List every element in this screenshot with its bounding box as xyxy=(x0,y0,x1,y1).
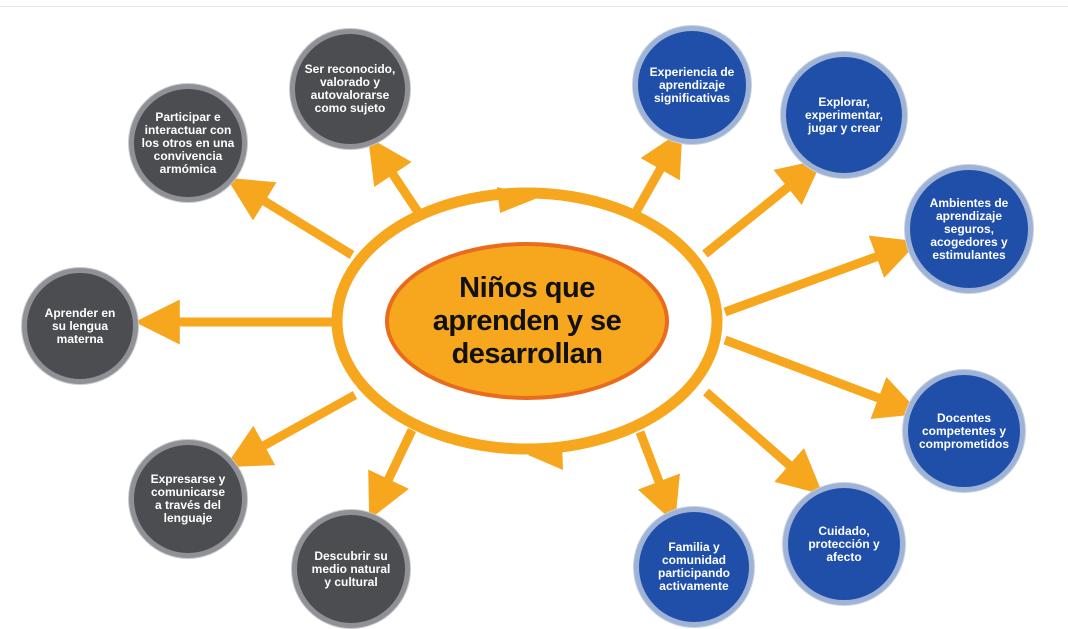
node-reconocido-label: Ser reconocido, valorado y autovalorarse… xyxy=(304,62,396,115)
node-cuidado-label: Cuidado, protección y afecto xyxy=(808,523,880,564)
node-cuidado: Cuidado, protección y afecto xyxy=(783,483,905,605)
top-divider xyxy=(0,6,1068,7)
node-participar: Participar e interactuar con los otros e… xyxy=(129,84,247,202)
arrow-to-familia xyxy=(635,430,680,524)
arrow-to-experiencia xyxy=(632,130,683,215)
node-ambientes: Ambientes de aprendizaje seguros, acoged… xyxy=(905,165,1033,293)
center-title: Niños que aprenden y se desarrollan xyxy=(432,271,622,370)
arrow-to-participar xyxy=(226,177,355,259)
node-experiencia: Experiencia de aprendizaje significativa… xyxy=(633,26,751,144)
arrow-to-expresarse xyxy=(224,391,358,468)
node-ambientes-label: Ambientes de aprendizaje seguros, acoged… xyxy=(929,195,1009,262)
node-familia-label: Familia y comunidad participando activam… xyxy=(657,540,730,593)
node-familia: Familia y comunidad participando activam… xyxy=(634,507,754,627)
node-explorar: Explorar, experimentar, jugar y crear xyxy=(781,52,907,178)
arrow-to-docentes xyxy=(723,335,921,420)
node-explorar-label: Explorar, experimentar, jugar y crear xyxy=(804,94,884,135)
node-reconocido: Ser reconocido, valorado y autovalorarse… xyxy=(290,29,410,149)
node-expresarse: Expresarse y comunicarse a través del le… xyxy=(129,440,247,558)
center-oval: Niños que aprenden y se desarrollan xyxy=(385,242,669,400)
arrow-to-ambientes xyxy=(723,235,919,317)
node-descubrir-label: Descubrir su medio natural y cultural xyxy=(311,548,391,589)
node-docentes-label: Docentes competentes y comprometidos xyxy=(918,410,1009,451)
node-lengua-label: Aprender en su lengua materna xyxy=(44,305,116,346)
node-participar-label: Participar e interactuar con los otros e… xyxy=(141,109,235,176)
arrow-to-reconocido xyxy=(368,137,424,218)
ring-arrowhead-bottom xyxy=(528,442,563,470)
arrow-to-descubrir xyxy=(368,428,417,520)
arrow-to-cuidado xyxy=(703,388,823,495)
ring-arrowhead-top xyxy=(497,187,540,213)
node-docentes: Docentes competentes y comprometidos xyxy=(903,370,1025,492)
arrow-to-explorar xyxy=(702,159,823,258)
node-descubrir: Descubrir su medio natural y cultural xyxy=(292,510,410,628)
node-lengua: Aprender en su lengua materna xyxy=(22,268,138,384)
node-expresarse-label: Expresarse y comunicarse a través del le… xyxy=(150,472,226,525)
node-experiencia-label: Experiencia de aprendizaje significativa… xyxy=(649,64,735,105)
outer-ring xyxy=(331,187,723,455)
